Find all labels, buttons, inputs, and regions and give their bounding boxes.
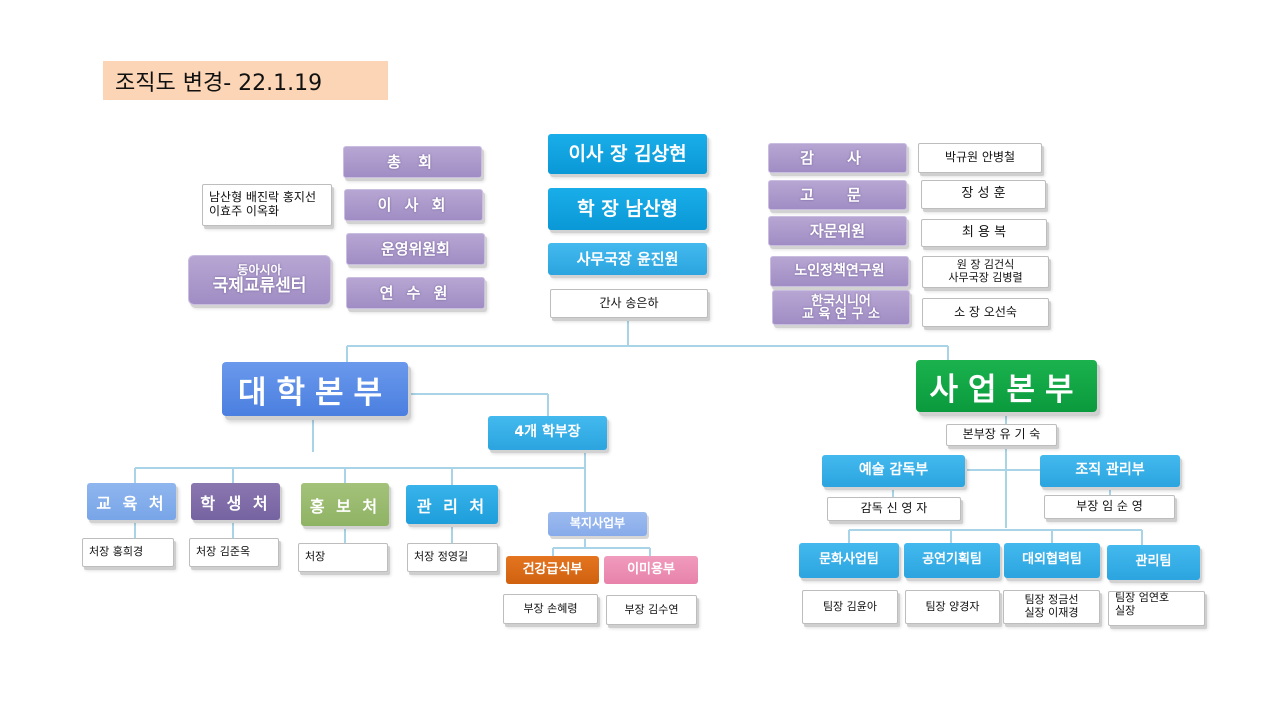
page-title: 조직도 변경- 22.1.19	[103, 61, 388, 100]
admin-office-box: 관 리 처	[406, 485, 498, 524]
general-assembly-box: 총 회	[343, 146, 482, 178]
performance-team-head-box: 팀장 양경자	[905, 590, 1000, 624]
art-direction-box: 예술 감독부	[822, 455, 965, 487]
secretary-general-box: 사무국장 윤진원	[548, 243, 707, 275]
education-office-box: 교 육 처	[87, 483, 176, 520]
team-head-line: 팀장 김윤아	[822, 599, 878, 613]
advisory-committee-box: 자문위원	[768, 216, 907, 246]
team-head-line: 팀장 정금선	[1024, 593, 1079, 607]
advisory-person-box: 최 용 복	[921, 219, 1047, 247]
health-meal-head-box: 부장 손혜령	[503, 594, 598, 624]
team-head-line: 실장 이재경	[1024, 606, 1079, 619]
president-box: 학 장 남산형	[548, 188, 707, 230]
team-head-line: 팀장 엄연호	[1115, 591, 1170, 604]
elderly-policy-person-line: 원 장 김건식	[956, 258, 1015, 272]
external-team-box: 대외협력팀	[1004, 543, 1100, 578]
steering-committee-box: 운영위원회	[346, 233, 485, 265]
auditor-person-box: 박규원 안병철	[918, 143, 1042, 173]
pr-office-box: 홍 보 처	[301, 483, 389, 526]
pr-head-box: 처장	[298, 543, 388, 572]
senior-education-line2: 교 육 연 구 소	[802, 306, 880, 322]
intl-center-line2: 국제교류센터	[212, 276, 307, 297]
university-hq-box: 대학본부	[222, 362, 408, 416]
elderly-policy-institute-box: 노인정책연구원	[770, 256, 909, 287]
management-team-head-box: 팀장 엄연호 실장	[1108, 591, 1205, 626]
student-office-box: 학 생 처	[191, 483, 280, 520]
management-team-box: 관리팀	[1107, 545, 1200, 580]
team-head-line: 실장	[1115, 603, 1136, 617]
secretary-box: 간사 송은하	[550, 289, 708, 318]
advisor-box: 고 문	[768, 180, 907, 210]
external-team-head-box: 팀장 정금선 실장 이재경	[1003, 590, 1100, 624]
deans-box: 4개 학부장	[488, 416, 607, 450]
beauty-head-box: 부장 김수연	[606, 595, 697, 625]
advisor-person-box: 장 성 훈	[921, 180, 1046, 209]
culture-team-box: 문화사업팀	[799, 543, 899, 578]
culture-team-head-box: 팀장 김윤아	[802, 590, 898, 624]
board-members-line: 남산형 배진락 홍지선	[209, 190, 316, 205]
admin-head-box: 처장 정영길	[407, 543, 498, 572]
org-management-box: 조직 관리부	[1040, 455, 1180, 487]
performance-team-box: 공연기획팀	[904, 543, 1000, 578]
beauty-box: 이미용부	[604, 556, 698, 584]
health-meal-box: 건강급식부	[506, 556, 599, 584]
education-head-box: 처장 홍희경	[82, 538, 174, 567]
team-head-line: 팀장 양경자	[925, 599, 980, 613]
senior-education-line1: 한국시니어	[811, 293, 871, 309]
chairman-box: 이사 장 김상현	[548, 134, 707, 174]
business-hq-box: 사업본부	[916, 360, 1097, 412]
board-members-line: 이효주 이옥화	[209, 204, 280, 218]
intl-center-box: 동아시아 국제교류센터	[188, 255, 331, 305]
board-box: 이 사 회	[344, 189, 483, 221]
senior-education-person-box: 소 장 오선숙	[922, 298, 1049, 327]
student-head-box: 처장 김준옥	[189, 538, 279, 567]
training-institute-box: 연 수 원	[346, 277, 485, 309]
elderly-policy-person-line: 사무국장 김병렬	[948, 271, 1023, 284]
art-direction-head-box: 감독 신 영 자	[827, 497, 961, 521]
board-members-box: 남산형 배진락 홍지선 이효주 이옥화	[202, 184, 332, 226]
welfare-dept-box: 복지사업부	[548, 512, 647, 536]
business-head-box: 본부장 유 기 숙	[946, 424, 1057, 446]
org-management-head-box: 부장 임 순 영	[1044, 495, 1175, 519]
intl-center-line1: 동아시아	[237, 263, 282, 278]
auditor-box: 감 사	[768, 143, 907, 173]
senior-education-institute-box: 한국시니어 교 육 연 구 소	[772, 290, 910, 325]
elderly-policy-person-box: 원 장 김건식 사무국장 김병렬	[922, 256, 1049, 288]
